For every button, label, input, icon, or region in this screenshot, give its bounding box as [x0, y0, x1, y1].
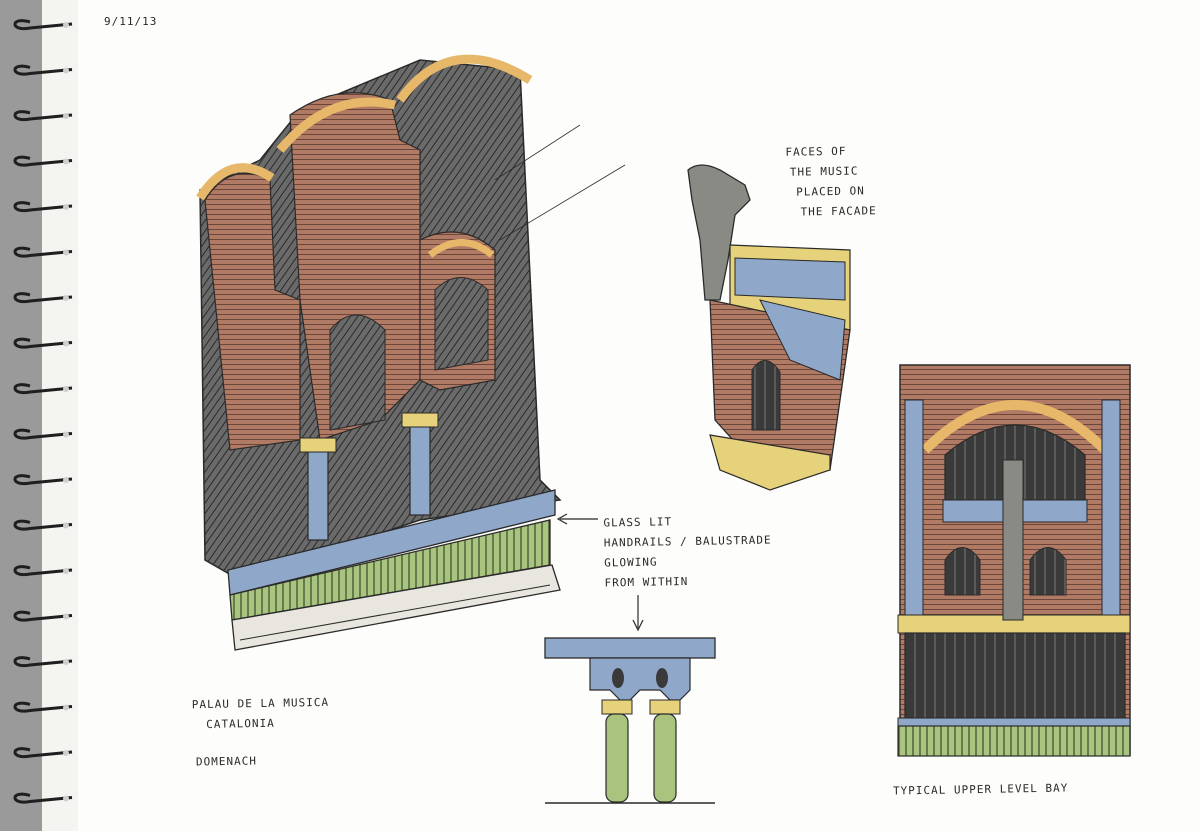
faces-note-line: FACES OF [785, 144, 847, 159]
spiral-coil [13, 64, 73, 76]
upper-level-bay-sketch [897, 364, 1131, 757]
punch-hole [63, 568, 69, 574]
title-note-line: PALAU DE LA MUSICA [191, 695, 330, 712]
spiral-coil [13, 110, 73, 122]
punch-hole [63, 67, 69, 74]
paper-edge [42, 0, 78, 831]
spiral-coil [13, 747, 73, 759]
spiral-coil [13, 792, 73, 804]
spiral-strip [0, 0, 42, 831]
faces-note-line: THE MUSIC [789, 164, 859, 179]
facade-sketch [196, 54, 626, 651]
punch-hole [63, 249, 69, 256]
faces-note: FACES OF THE MUSIC PLACED ON THE FACADE [785, 141, 877, 223]
punch-hole [63, 477, 69, 483]
punch-hole [63, 613, 69, 620]
spiral-coil [13, 701, 73, 713]
sculpture-sketch [687, 164, 851, 491]
spiral-binding-icon [13, 19, 73, 804]
title-note-line: CATALONIA [206, 716, 275, 731]
punch-hole [63, 158, 69, 165]
sketch-date: 9/11/13 [104, 15, 158, 28]
punch-hole [63, 340, 69, 347]
spiral-coil [13, 565, 73, 577]
spiral-coil [13, 292, 73, 304]
architect-note: DOMENACH [195, 754, 258, 769]
punch-hole [63, 659, 69, 665]
arrow-icon [556, 513, 598, 525]
punch-hole [63, 704, 69, 711]
spiral-coil [13, 155, 73, 167]
glass-note-line: FROM WITHIN [604, 574, 689, 590]
punch-hole [63, 113, 69, 119]
spiral-coil [13, 610, 73, 622]
faces-note-line: THE FACADE [800, 204, 877, 219]
faces-note-line: PLACED ON [796, 184, 865, 199]
spiral-coil [13, 428, 73, 440]
punch-hole [63, 522, 69, 529]
spiral-coil [13, 383, 73, 395]
glass-note: GLASS LIT HANDRAILS / BALUSTRADE GLOWING… [603, 511, 772, 594]
punch-hole [63, 431, 69, 438]
balustrade-detail-sketch [544, 595, 716, 804]
title-note: PALAU DE LA MUSICA CATALONIA [192, 693, 330, 735]
bay-caption: TYPICAL UPPER LEVEL BAY [892, 781, 1069, 798]
punch-hole [63, 386, 69, 392]
spiral-coil [13, 19, 73, 31]
spiral-coil [13, 337, 73, 349]
spiral-coil [13, 246, 73, 258]
punch-hole [63, 295, 69, 301]
punch-hole [63, 795, 69, 802]
punch-hole [63, 750, 69, 756]
punch-hole [63, 204, 69, 210]
spiral-coil [13, 656, 73, 668]
glass-note-line: HANDRAILS / BALUSTRADE [603, 533, 772, 550]
spiral-coil [13, 201, 73, 213]
spiral-coil [13, 519, 73, 531]
punch-hole [63, 22, 69, 28]
spiral-coil [13, 474, 73, 486]
